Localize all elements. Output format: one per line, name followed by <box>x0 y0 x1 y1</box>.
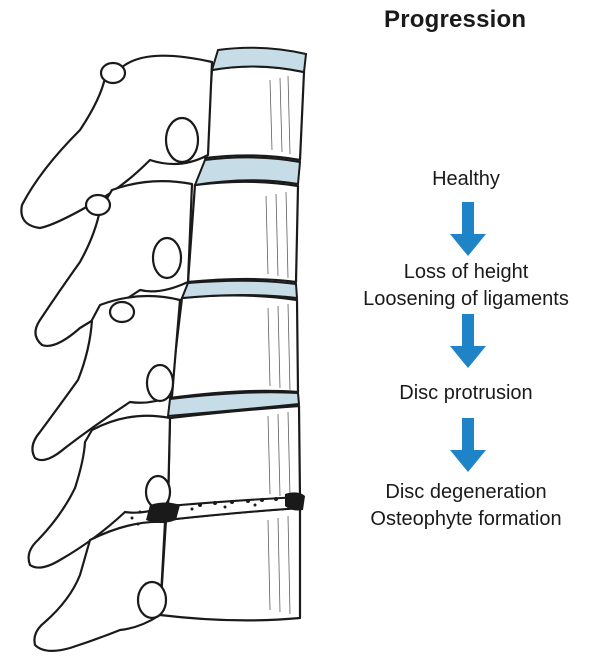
stage-label: Healthy <box>330 166 602 193</box>
stage-label: Osteophyte formation <box>330 506 602 533</box>
stage-disc-degeneration: Disc degeneration Osteophyte formation <box>330 479 602 533</box>
stage-disc-protrusion: Disc protrusion <box>330 380 602 407</box>
disc-loosening <box>182 281 297 298</box>
stage-label: Disc protrusion <box>330 380 602 407</box>
stage-loss-of-height: Loss of height Loosening of ligaments <box>330 259 602 313</box>
progression-title: Progression <box>384 6 526 34</box>
stage-label: Loss of height <box>330 259 602 286</box>
disc-lower-height <box>195 157 300 185</box>
stage-label: Disc degeneration <box>330 479 602 506</box>
stage-healthy: Healthy <box>330 166 602 193</box>
stage-label: Loosening of ligaments <box>330 286 602 313</box>
down-arrow-icon <box>448 314 488 370</box>
spine-illustration <box>0 0 310 662</box>
vertebral-body-2 <box>188 182 298 282</box>
down-arrow-icon <box>448 202 488 258</box>
down-arrow-icon <box>448 418 488 474</box>
